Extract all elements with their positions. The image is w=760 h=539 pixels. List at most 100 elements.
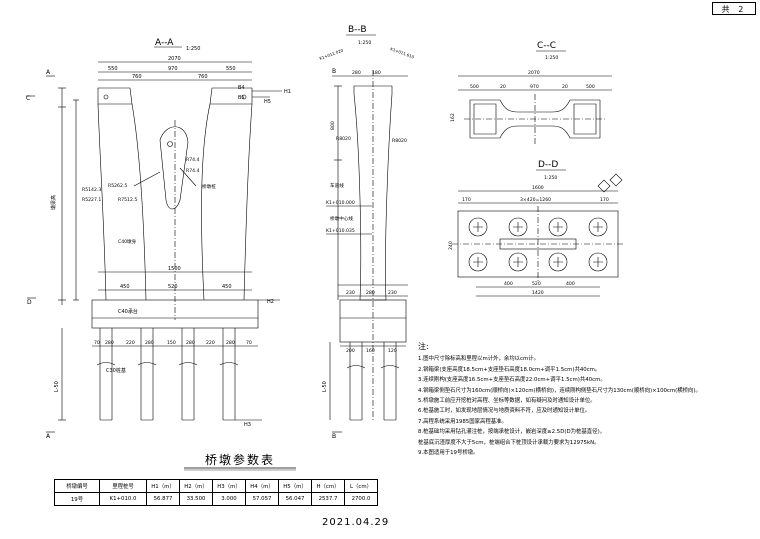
aa-label-pier-pile: 桥墩桩: [202, 183, 216, 190]
view-cc: C--C 1:250 2070 500 20 970 20 500 162: [450, 41, 612, 144]
bb-marker-b2: B: [332, 433, 336, 440]
view-aa: A--A 1:250 2070 550 970 550 760 760 A C …: [26, 38, 291, 440]
bb-dim-0: 280: [352, 70, 361, 76]
bb-dim-5: 200: [346, 348, 355, 354]
bb-label-k1010035: K1+010.035: [326, 228, 355, 234]
dd-dim-2: 3×420=1260: [520, 197, 551, 203]
table-header-cell: H2（m）: [179, 479, 213, 493]
aa-dim-15: 280: [186, 340, 195, 346]
table-cell: 33.500: [179, 492, 213, 506]
aa-label-l50: L-50: [54, 381, 60, 392]
aa-label-h1: H1: [284, 89, 291, 95]
drawing-date: 2021.04.29: [322, 517, 390, 528]
table-header-cell: H1（m）: [146, 479, 180, 493]
bb-label-lane: 车道线: [330, 182, 344, 189]
note-item: 6.桩基施工时，如发现地层情况与地质资料不符，应及时通知设计单位。: [418, 408, 591, 415]
note-item: 2.钢箱梁(支座高度18.5cm+支座垫石高度18.0cm+调平1.5cm)共4…: [418, 366, 601, 373]
bb-scale: 1:250: [358, 40, 371, 46]
aa-label-r74-1: R74.4: [186, 157, 199, 163]
cc-dim-0: 2070: [528, 70, 540, 76]
bb-label-k1010000: K1+010.000: [326, 200, 355, 206]
aa-label-r5227: R5227.1: [82, 197, 101, 203]
bb-dim-3: 280: [366, 290, 375, 296]
aa-dim-11: 280: [105, 340, 114, 346]
table-header-cell: H5（m）: [278, 479, 312, 493]
aa-dim-3: 550: [226, 66, 236, 72]
bb-dim-6: 160: [366, 348, 375, 354]
table-header-row: 桥墩编号 里程桩号 H1（m） H2（m） H3（m） H4（m） H5（m） …: [54, 479, 378, 493]
notes-block: 注: 1.图中尺寸除标高和里程以m计外，余均以cm计。 2.钢箱梁(支座高度18…: [418, 342, 708, 458]
pier-parameter-table: 桥墩编号 里程桩号 H1（m） H2（m） H3（m） H4（m） H5（m） …: [54, 479, 378, 506]
note-item: 3.连续刚构(支座高度16.5cm+支座垫石高度22.0cm+调平1.5cm)共…: [418, 377, 606, 384]
table-title: 桥墩参数表: [204, 453, 275, 467]
table-header-cell: L（cm）: [344, 479, 378, 493]
bb-dim-2: 230: [346, 290, 355, 296]
bb-dim-7: 120: [388, 348, 397, 354]
aa-dim-2: 970: [168, 66, 178, 72]
pier-drawing: A--A 1:250 2070 550 970 550 760 760 A C …: [26, 25, 624, 440]
note-item: 9.本图适用于19号桥墩。: [418, 450, 479, 457]
aa-marker-a2: A: [46, 433, 51, 440]
aa-dim-13: 280: [145, 340, 154, 346]
aa-dim-14: 150: [167, 340, 176, 346]
cc-dim-3: 970: [530, 84, 539, 90]
table-header-cell: H（cm）: [311, 479, 345, 493]
cc-scale: 1:250: [545, 55, 558, 61]
aa-marker-c: C: [26, 95, 30, 102]
bb-dim-1: 180: [372, 70, 381, 76]
aa-label-b4: B4: [238, 85, 245, 91]
aa-label-r5262: R5262.5: [108, 183, 127, 189]
table-cell: 2700.0: [344, 492, 378, 506]
aa-label-c30-pile: C30桩基: [106, 367, 126, 374]
dd-dim-0: 1600: [532, 185, 544, 191]
dd-dim-1: 170: [462, 197, 471, 203]
table-header-cell: 里程桩号: [99, 479, 147, 493]
aa-dim-0: 2070: [168, 56, 181, 62]
cc-dim-1: 500: [470, 84, 479, 90]
aa-marker-d: D: [27, 299, 32, 306]
aa-dim-8: 520: [168, 284, 178, 290]
aa-label-r5142: R5142.3: [82, 187, 101, 193]
bb-label-r8020-r: R8020: [392, 138, 407, 144]
table-header-cell: H4（m）: [245, 479, 279, 493]
aa-label-r74-2: R74.4: [186, 168, 199, 174]
cc-dim-4: 20: [562, 84, 568, 90]
table-cell: 19号: [54, 492, 100, 506]
aa-dim-1: 550: [108, 66, 118, 72]
aa-label-c40-cap: C40承台: [118, 308, 138, 315]
cc-title: C--C: [537, 41, 556, 51]
view-dd: D--D 1:250 1600 170 3×420=1260 170 240 4…: [448, 160, 624, 297]
aa-dim-10: 70: [94, 340, 100, 346]
dd-dim-8: 1420: [532, 290, 544, 296]
dd-dim-4: 240: [448, 241, 454, 250]
note-item: 7.高程系统采用1985国家高程基准。: [418, 418, 507, 425]
aa-scale: 1:250: [186, 46, 200, 52]
bb-label-k1011610: K1+011.610: [390, 46, 416, 59]
table-row: 19号 K1+010.0 56.877 33.500 3.000 57.057 …: [54, 492, 378, 506]
dd-dim-6: 520: [532, 281, 541, 287]
bb-label-pier-cl: 桥墩中心线: [330, 215, 353, 222]
table-cell: K1+010.0: [99, 492, 147, 506]
aa-dim-17: 280: [226, 340, 235, 346]
notes-title: 注:: [418, 342, 429, 351]
dd-piles: [468, 217, 608, 272]
bb-dim-4: 230: [388, 290, 397, 296]
table-title-underline: [184, 467, 296, 471]
aa-label-h3: H3: [244, 422, 251, 428]
view-bb: B--B 1:250 K1+011.020 K1+011.610 280 180…: [319, 25, 416, 440]
aa-dim-5: 760: [198, 74, 208, 80]
bb-label-l50: L-50: [322, 381, 328, 392]
cc-dim-6: 162: [450, 113, 456, 122]
aa-marker-a: A: [46, 69, 51, 76]
note-item: 桩基底沉渣厚度不大于5cm，桩端组合下桩顶设计承载力要求为12975kN。: [418, 439, 600, 446]
cc-dim-2: 20: [500, 84, 506, 90]
aa-piles: [96, 328, 239, 421]
dd-title: D--D: [538, 160, 558, 170]
note-item: 8.桩基础均采用钻孔灌注桩，按端承桩设计，嵌岩深度≥2.5D(D为桩基直径)，: [418, 429, 606, 436]
aa-dim-9: 450: [222, 284, 232, 290]
table-header-cell: H3（m）: [212, 479, 246, 493]
aa-dim-7: 450: [120, 284, 130, 290]
dd-scale: 1:250: [544, 175, 557, 181]
bb-marker-b: B: [332, 68, 336, 75]
dd-dim-3: 170: [600, 197, 609, 203]
